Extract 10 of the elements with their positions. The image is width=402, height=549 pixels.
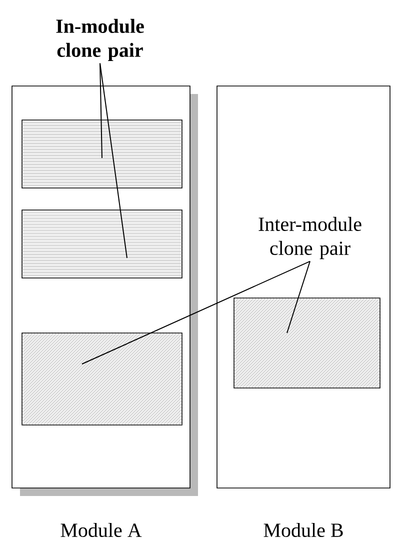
leader-line xyxy=(100,62,102,158)
callout-text: Inter-module clone pair xyxy=(258,216,362,260)
code-fragment-box xyxy=(234,298,380,388)
leader-line xyxy=(100,62,128,258)
callout-text: In-module clone pair xyxy=(56,18,144,62)
leader-line xyxy=(286,260,310,334)
node-label: Module B xyxy=(264,522,343,538)
node-label: Module A xyxy=(60,522,142,538)
code-fragment-box xyxy=(22,332,182,426)
leader-line xyxy=(82,260,310,364)
